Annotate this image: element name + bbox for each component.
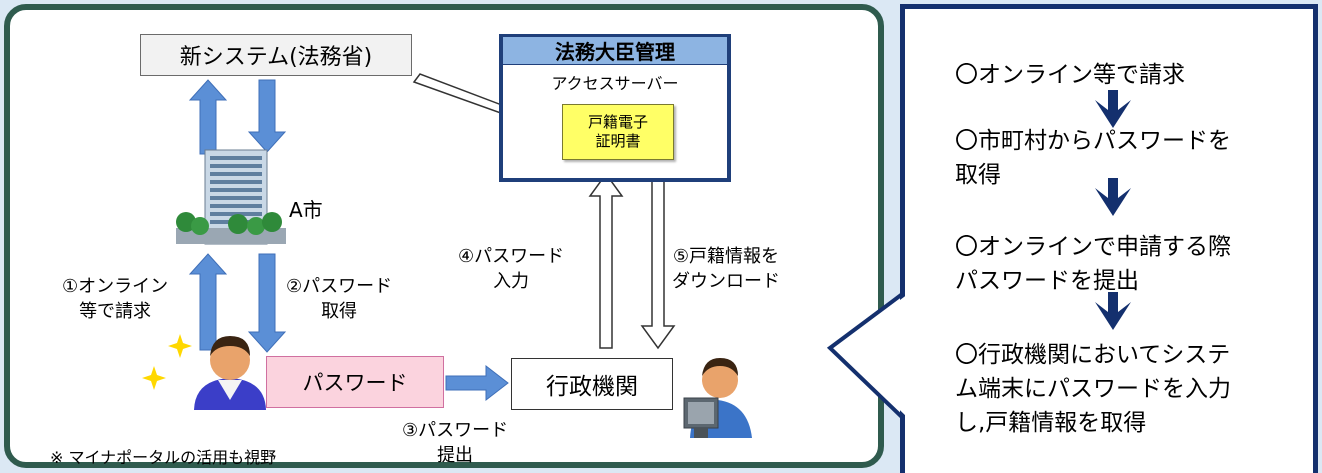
city-label: A市 <box>289 198 323 222</box>
step5-label: ⑤戸籍情報を ダウンロード <box>672 244 780 294</box>
down-arrow-to-city <box>247 79 287 153</box>
flow-step-2: 〇市町村からパスワードを 取得 <box>955 124 1231 192</box>
step5-line2: ダウンロード <box>672 271 780 292</box>
step1-line1: ①オンライン <box>62 276 169 297</box>
step5-line1: ⑤戸籍情報を <box>672 246 780 267</box>
flow-step-3: 〇オンラインで申請する際 パスワードを提出 <box>955 230 1231 298</box>
step2-line1: ②パスワード <box>286 276 393 297</box>
new-system-box: 新システム(法務省) <box>140 34 412 76</box>
my-portal-note: ※ マイナポータルの活用も視野 <box>50 448 277 467</box>
left-panel <box>4 4 884 468</box>
koseki-doc-line2: 証明書 <box>595 132 641 150</box>
up-arrow-request <box>188 253 228 351</box>
administrative-agency-box: 行政機関 <box>511 358 673 410</box>
step3-line2: 提出 <box>437 445 474 466</box>
hollow-arrow-download <box>640 173 676 350</box>
password-box: パスワード <box>266 356 444 408</box>
access-server-label: アクセスサーバー <box>551 74 679 93</box>
officer-computer-icon <box>683 358 752 438</box>
sparkle-icon <box>142 334 192 390</box>
step3-label: ③パスワード 提出 <box>402 418 508 468</box>
step2-label: ②パスワード 取得 <box>286 274 392 324</box>
down-arrow-password <box>247 253 287 353</box>
step4-line2: 入力 <box>493 271 530 292</box>
city-building-icon <box>176 149 286 245</box>
flow-step-3-line2: パスワードを提出 <box>955 268 1139 294</box>
step1-label: ①オンライン 等で請求 <box>62 274 168 324</box>
right-arrow-submit <box>445 364 509 402</box>
flow-step-4-line2: ム端末にパスワードを入力 <box>955 376 1231 402</box>
citizen-person-icon <box>194 336 266 410</box>
step4-label: ④パスワード 入力 <box>458 244 564 294</box>
flow-step-4-line1: 〇行政機関においてシステ <box>955 342 1231 368</box>
hollow-arrow-input <box>588 172 624 349</box>
flow-step-2-line1: 〇市町村からパスワードを <box>955 128 1231 154</box>
flow-step-2-line2: 取得 <box>955 162 1001 188</box>
up-arrow-to-system <box>188 79 228 155</box>
flow-step-3-line1: 〇オンラインで申請する際 <box>955 234 1231 260</box>
step3-line1: ③パスワード <box>402 420 509 441</box>
flow-step-1: 〇オンライン等で請求 <box>955 62 1185 88</box>
step4-line1: ④パスワード <box>458 246 565 267</box>
koseki-certificate-doc: 戸籍電子 証明書 <box>562 104 674 160</box>
right-callout-panel <box>900 4 1318 473</box>
minister-title: 法務大臣管理 <box>503 37 727 65</box>
flow-step-4-line3: し,戸籍情報を取得 <box>955 410 1147 436</box>
flow-step-4: 〇行政機関においてシステ ム端末にパスワードを入力 し,戸籍情報を取得 <box>955 338 1231 440</box>
koseki-doc-line1: 戸籍電子 <box>587 113 648 131</box>
step1-line2: 等で請求 <box>79 301 152 322</box>
step2-line2: 取得 <box>321 301 358 322</box>
